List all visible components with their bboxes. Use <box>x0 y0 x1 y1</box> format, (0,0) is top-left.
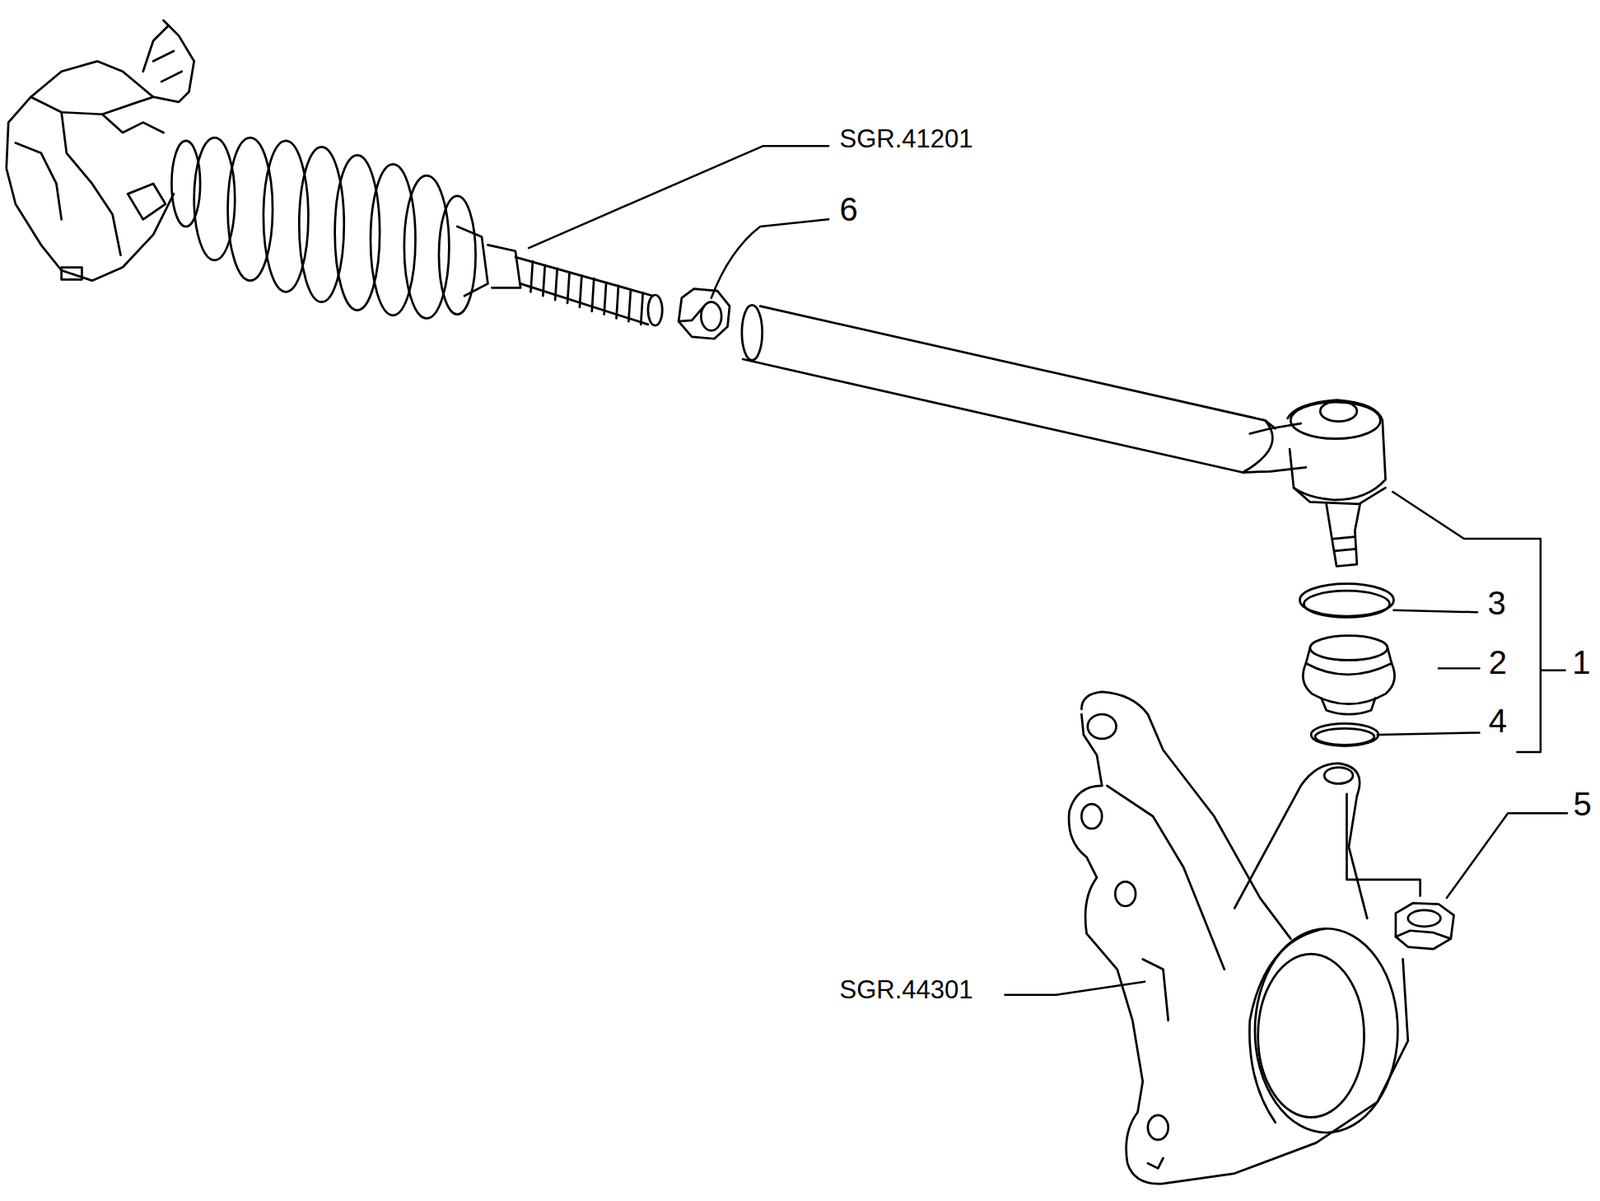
dust-boot <box>1302 635 1395 714</box>
steering-knuckle <box>1068 691 1421 1184</box>
part-reference: SGR.41201 <box>839 125 975 152</box>
leader-lines <box>528 145 1568 995</box>
callout-number: 4 <box>1488 704 1508 738</box>
rubber-boot <box>171 137 488 318</box>
retaining-ring <box>1299 583 1394 618</box>
circlip <box>1310 723 1379 746</box>
steering-rack-housing <box>6 20 195 281</box>
lock-nut <box>678 289 730 340</box>
threaded-rod <box>487 244 663 326</box>
callout-number: 3 <box>1486 586 1507 620</box>
callout-number: 1 <box>1571 645 1591 679</box>
castle-nut <box>1395 902 1455 949</box>
callout-number: 6 <box>839 192 859 226</box>
ball-joint <box>1287 400 1386 567</box>
callout-number: 5 <box>1572 787 1593 821</box>
tie-rod-tube <box>741 304 1307 472</box>
callout-number: 2 <box>1488 645 1508 679</box>
part-reference: SGR.44301 <box>839 976 975 1003</box>
